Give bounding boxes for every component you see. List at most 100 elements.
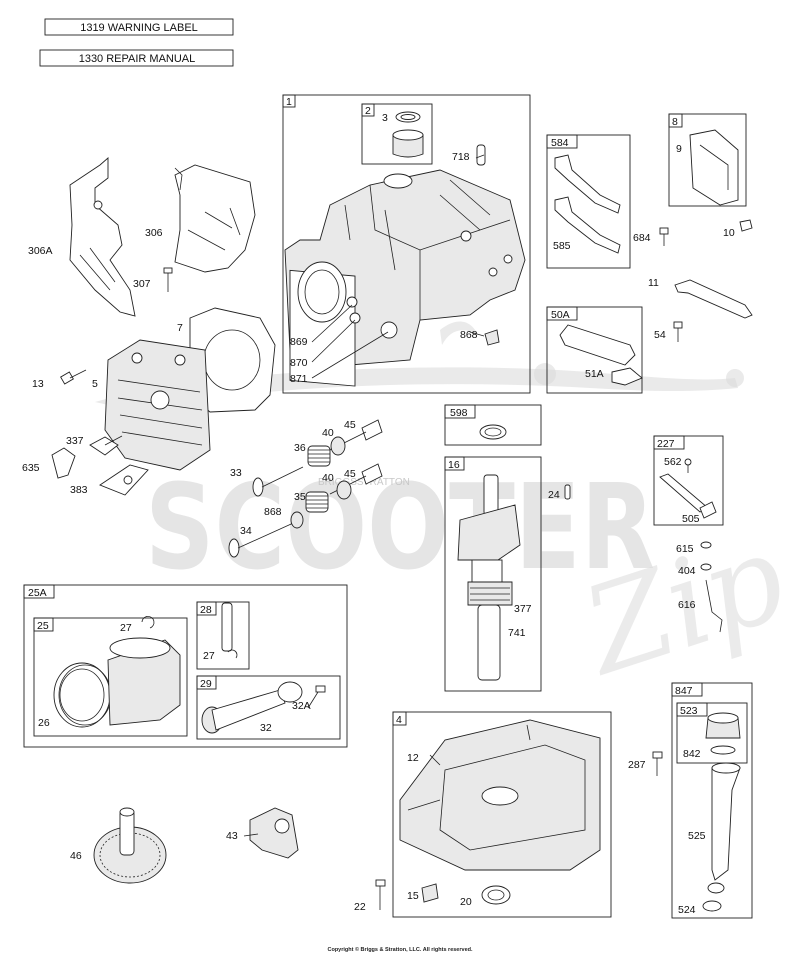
part-46-label: 46	[70, 850, 82, 862]
part-307-label: 307	[133, 278, 151, 290]
part-33-label: 33	[230, 467, 242, 479]
group-50A-label: 50A	[551, 309, 570, 321]
valve-train[interactable]: 40 45 36 33 40 45 35 868 34	[228, 419, 383, 558]
part-36-label: 36	[294, 442, 306, 454]
shield-306[interactable]: 306	[145, 164, 256, 273]
part-524-label: 524	[678, 904, 696, 916]
governor-parts[interactable]: 615 404 616	[676, 541, 723, 633]
part-15-label: 15	[407, 890, 419, 902]
part-842-label: 842	[683, 748, 701, 760]
part-34-label: 34	[240, 525, 252, 537]
group-584-gaskets[interactable]: 584 585	[546, 134, 631, 269]
part-5-label: 5	[92, 378, 98, 390]
screw-287[interactable]: 287	[628, 751, 663, 776]
part-22-label: 22	[354, 901, 366, 913]
part-718-label: 718	[452, 151, 470, 163]
part-287-label: 287	[628, 759, 646, 771]
part-43-label: 43	[226, 830, 238, 842]
group-25A-label: 25A	[28, 587, 47, 599]
part-404-label: 404	[678, 565, 696, 577]
part-26-label: 26	[38, 717, 50, 729]
part-54-label: 54	[654, 329, 666, 341]
repair-manual-box[interactable]: 1330 REPAIR MANUAL	[39, 49, 234, 67]
part-869-label: 869	[290, 336, 308, 348]
part-27-label-a: 27	[120, 622, 132, 634]
part-306-label: 306	[145, 227, 163, 239]
bolt-22[interactable]: 22	[354, 879, 386, 913]
screw-10[interactable]: 10	[723, 219, 753, 239]
part-24-label: 24	[548, 489, 560, 501]
cylinder-head-5[interactable]: 5	[92, 339, 211, 471]
part-13-label: 13	[32, 378, 44, 390]
screw-54[interactable]: 54	[654, 321, 683, 342]
part-616-label: 616	[678, 599, 696, 611]
group-50A-breather[interactable]: 50A 51A	[546, 306, 643, 394]
part-615-label: 615	[676, 543, 694, 555]
part-10-label: 10	[723, 227, 735, 239]
part-741-label: 741	[508, 627, 526, 639]
warning-label-box[interactable]: 1319 WARNING LABEL	[44, 18, 234, 36]
group-25-label: 25	[37, 620, 49, 632]
part-45-label-a: 45	[344, 419, 356, 431]
warning-label-text: 1319 WARNING LABEL	[80, 22, 198, 34]
part-35-label: 35	[294, 491, 306, 503]
part-868-label-b: 868	[264, 506, 282, 518]
part-525-label: 525	[688, 830, 706, 842]
part-562-label: 562	[664, 456, 682, 468]
part-870-label: 870	[290, 357, 308, 369]
part-383-label: 383	[70, 484, 88, 496]
group-227-governor[interactable]: 227 562 505	[653, 435, 724, 526]
group-598-seal[interactable]: 598	[444, 404, 542, 446]
group-1-cylinder[interactable]: 1 2 3 718 869 870 871 868	[282, 94, 531, 394]
part-32-label: 32	[260, 722, 272, 734]
part-585-label: 585	[553, 240, 571, 252]
part-9-label: 9	[676, 143, 682, 155]
part-337-label: 337	[66, 435, 84, 447]
pin-24[interactable]: 24	[548, 484, 571, 501]
part-7-label: 7	[177, 322, 183, 334]
bolt-13[interactable]: 13	[32, 369, 87, 390]
part-684-label: 684	[633, 232, 651, 244]
group-847-dipstick[interactable]: 847 523 842 525 524	[671, 682, 753, 919]
part-40-label-b: 40	[322, 472, 334, 484]
group-4-sump[interactable]: 4 12 15 20	[392, 711, 612, 918]
watermark-brand: SCOOTER	[145, 458, 655, 596]
part-306A-label: 306A	[28, 245, 53, 257]
copyright-footer: Copyright © Briggs & Stratton, LLC. All …	[327, 946, 473, 953]
group-1-label: 1	[286, 96, 292, 108]
group-29-label: 29	[200, 678, 212, 690]
breather-383[interactable]: 383	[70, 464, 149, 496]
group-16-crankshaft[interactable]: 16 377 741	[444, 456, 542, 692]
camshaft-46[interactable]: 46	[70, 807, 167, 884]
part-45-label-b: 45	[344, 468, 356, 480]
group-847-label: 847	[675, 685, 693, 697]
spark-plug-337[interactable]: 337	[66, 435, 123, 456]
group-584-label: 584	[551, 137, 569, 149]
governor-43[interactable]: 43	[226, 807, 299, 859]
screw-307[interactable]: 307	[133, 267, 173, 292]
group-8-cover[interactable]: 8 9	[668, 113, 747, 207]
part-505-label: 505	[682, 513, 700, 525]
part-40-label-a: 40	[322, 427, 334, 439]
group-523-label: 523	[680, 705, 698, 717]
group-4-label: 4	[396, 714, 402, 726]
part-27-label-b: 27	[203, 650, 215, 662]
boot-635[interactable]: 635	[22, 447, 76, 479]
group-25A-piston[interactable]: 25A 25 27 26 28 27 29 32A 32	[23, 584, 348, 748]
tube-11[interactable]: 11	[648, 277, 753, 319]
repair-manual-text: 1330 REPAIR MANUAL	[79, 53, 196, 65]
group-227-label: 227	[657, 438, 675, 450]
part-11-label: 11	[648, 277, 659, 289]
group-598-label: 598	[450, 407, 468, 419]
group-16-label: 16	[448, 459, 460, 471]
part-3-label: 3	[382, 112, 388, 124]
group-28-label: 28	[200, 604, 212, 616]
part-868-label-a: 868	[460, 329, 478, 341]
shield-306A[interactable]: 306A	[28, 157, 136, 317]
part-635-label: 635	[22, 462, 40, 474]
screw-684[interactable]: 684	[633, 227, 669, 246]
part-871-label: 871	[290, 373, 308, 385]
part-12-label: 12	[407, 752, 419, 764]
group-2-label: 2	[365, 105, 371, 117]
